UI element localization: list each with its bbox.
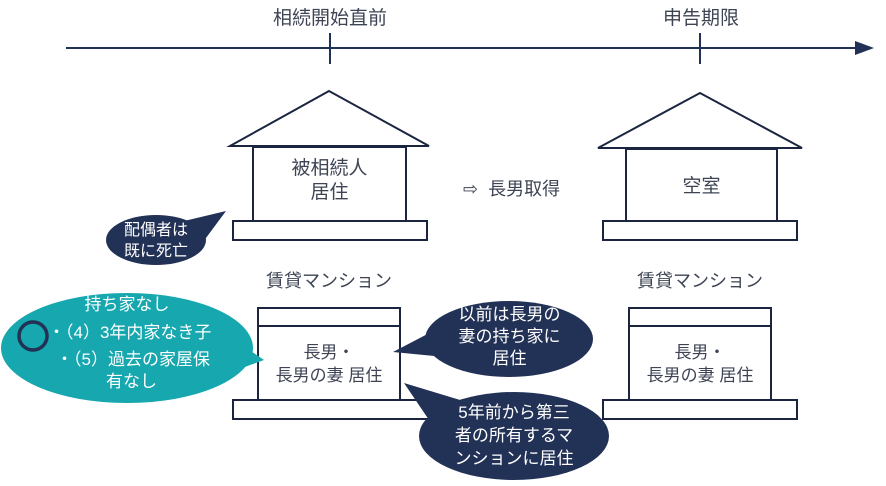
- conditions-line2: ・（4）3年内家なき子: [48, 323, 212, 342]
- right-apartment-label-line1: 長男・: [674, 343, 726, 362]
- timeline-label-start: 相続開始直前: [272, 8, 387, 29]
- previous-home-line2: 妻の持ち家に: [458, 327, 561, 346]
- right-apartment-body: [628, 307, 772, 401]
- rental-history-bubble-text: 5年前から第三 者の所有するマ ンションに居住: [424, 401, 604, 470]
- right-apartment-roofline: [630, 325, 770, 327]
- left-apartment-roofline: [259, 325, 399, 327]
- left-apartment-label-line2: 長男の妻 居住: [275, 366, 383, 385]
- right-house-body: [625, 148, 778, 222]
- transfer-label: 長男取得: [488, 179, 561, 199]
- right-apartment-label: 長男・ 長男の妻 居住: [628, 341, 772, 387]
- conditions-line1: 持ち家なし: [84, 295, 170, 314]
- transfer-arrow-icon: ⇨: [463, 179, 479, 199]
- rental-history-line2: 者の所有するマ: [454, 426, 574, 445]
- spouse-bubble-line2: 既に死亡: [123, 243, 188, 260]
- conditions-line4: 有なし: [106, 372, 157, 391]
- conditions-bubble-shape: [1, 293, 253, 403]
- rental-history-line3: ンションに居住: [454, 449, 574, 468]
- right-apartment-base: [602, 399, 798, 420]
- left-apartment-label-line1: 長男・: [303, 343, 355, 362]
- conditions-line3: ・（5）過去の家屋保: [56, 350, 210, 369]
- right-apartment-label-line2: 長男の妻 居住: [646, 366, 754, 385]
- left-house-base: [232, 220, 428, 241]
- condition-circle-icon: [17, 320, 49, 352]
- decedent-house-label-line1: 被相続人: [291, 158, 368, 179]
- decedent-house-label-line2: 居住: [310, 182, 349, 203]
- spouse-bubble-line1: 配偶者は: [123, 222, 188, 239]
- left-house-body: [252, 146, 407, 222]
- previous-home-line3: 居住: [492, 349, 527, 368]
- previous-home-line1: 以前は長男の: [458, 305, 561, 324]
- left-apartment-body: [257, 307, 401, 401]
- rental-history-bubble-shape: [419, 392, 609, 480]
- vacant-house-label: 空室: [682, 176, 721, 197]
- rental-history-line1: 5年前から第三: [458, 403, 570, 422]
- previous-home-bubble-text: 以前は長男の 妻の持ち家に 居住: [427, 304, 592, 370]
- decedent-house-label: 被相続人 居住: [252, 157, 407, 205]
- transfer-note: ⇨ 長男取得: [463, 178, 560, 200]
- right-apartment-title: 賃貸マンション: [637, 271, 763, 291]
- spouse-bubble-tail: [180, 211, 226, 246]
- spouse-bubble-text: 配偶者は 既に死亡: [106, 220, 206, 262]
- spouse-bubble-shape: [106, 215, 206, 265]
- right-house-base: [602, 220, 798, 241]
- timeline-label-deadline: 申告期限: [662, 8, 739, 29]
- left-apartment-title: 賃貸マンション: [266, 271, 392, 291]
- left-apartment-label: 長男・ 長男の妻 居住: [257, 341, 401, 387]
- previous-home-bubble-shape: [425, 301, 593, 377]
- timeline-arrowhead-icon: [855, 41, 874, 55]
